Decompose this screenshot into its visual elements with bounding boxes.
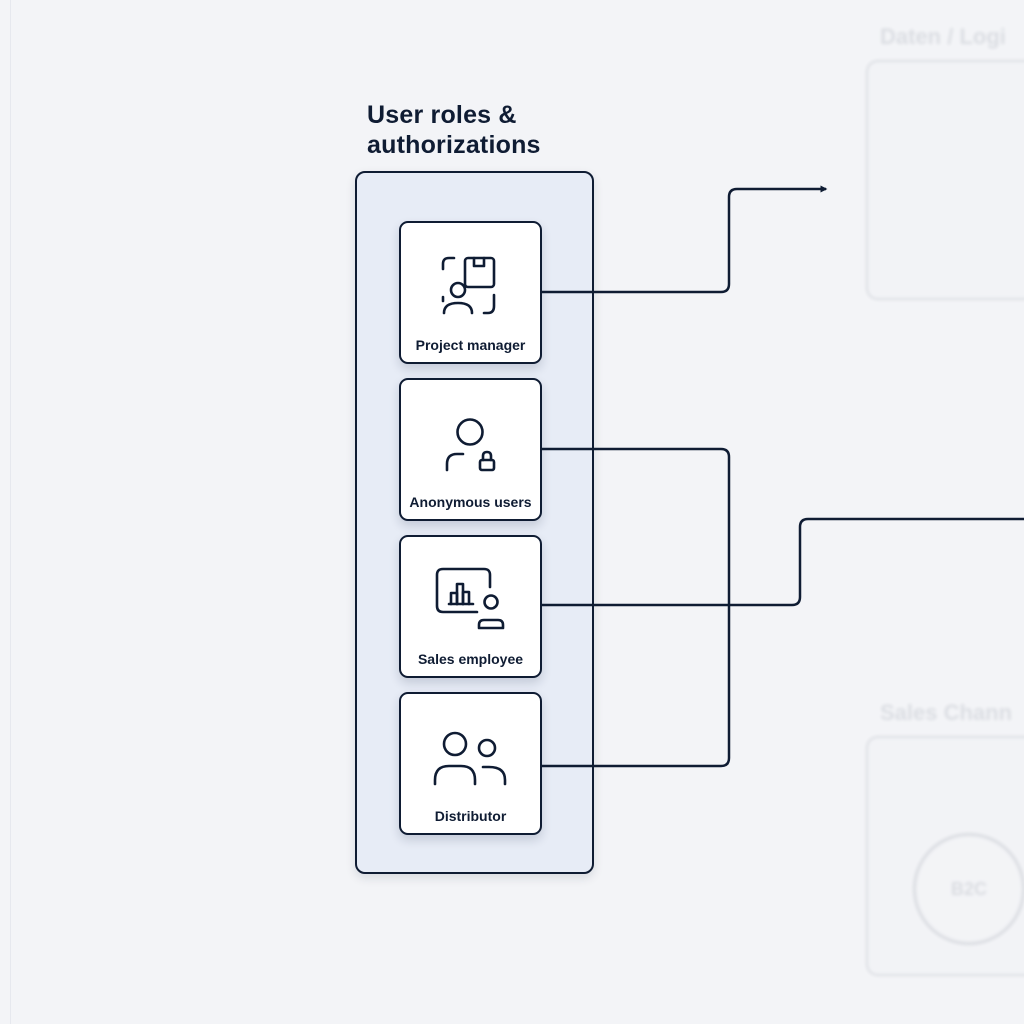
role-label-distributor: Distributor	[434, 808, 507, 824]
group-title: User roles & authorizations	[367, 101, 541, 159]
role-card-anonymous-users[interactable]: Anonymous users	[399, 378, 542, 521]
ghost-title-sales-channel: Sales Chann	[880, 700, 1013, 725]
users-icon	[430, 722, 510, 790]
ghost-box-data-logic	[866, 60, 1024, 300]
left-divider	[10, 0, 11, 1024]
presentation-chart-user-icon	[430, 565, 510, 633]
role-card-distributor[interactable]: Distributor	[399, 692, 542, 835]
user-lock-icon	[430, 408, 510, 476]
connector-sales-employee	[540, 517, 1024, 607]
role-label-anonymous-users: Anonymous users	[409, 494, 532, 510]
role-label-sales-employee: Sales employee	[417, 651, 524, 667]
ghost-circle-b2c: B2C	[913, 833, 1024, 945]
user-scan-icon	[430, 251, 510, 319]
role-card-sales-employee[interactable]: Sales employee	[399, 535, 542, 678]
role-label-project-manager: Project manager	[415, 337, 526, 353]
role-card-project-manager[interactable]: Project manager	[399, 221, 542, 364]
ghost-title-data-logic: Daten / Logi	[880, 24, 1006, 49]
